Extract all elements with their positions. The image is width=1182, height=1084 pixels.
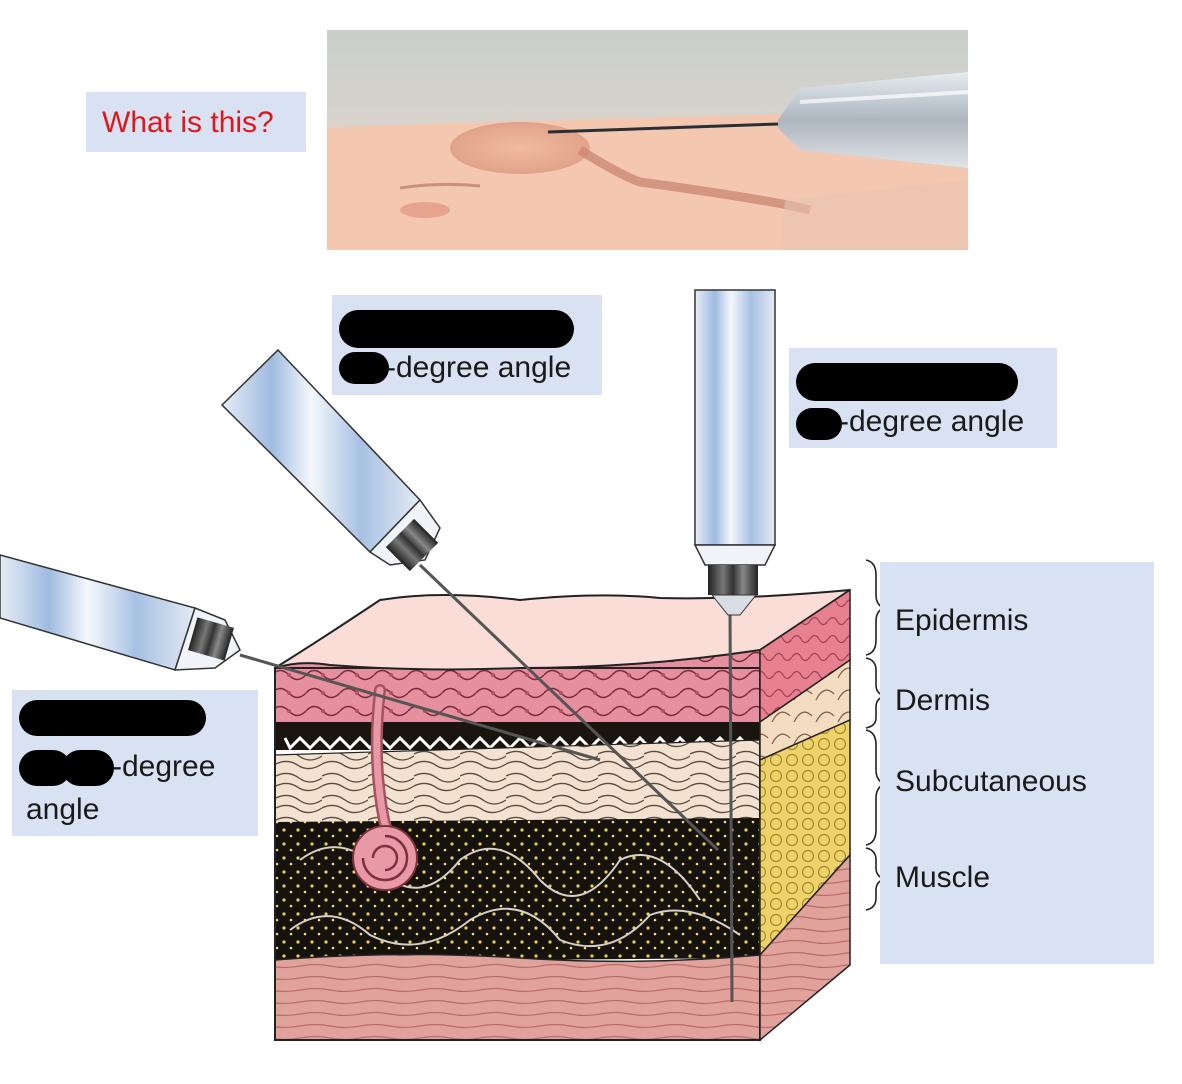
syringe-intradermal [0,554,241,671]
layer-epidermis: Epidermis [895,604,1029,637]
layer-subcutaneous: Subcutaneous [895,765,1087,798]
redacted-angle [796,408,842,440]
angle-text-2: angle [26,793,100,826]
layer-muscle: Muscle [895,861,991,894]
intradermal-label-box: -degree angle [12,690,258,836]
angle-text: -degree angle [386,351,572,384]
redacted-angle [62,750,114,786]
redacted-angle [339,352,389,384]
layer-labels-box: Epidermis Dermis Subcutaneous Muscle [880,562,1154,964]
angle-text: -degree [112,750,216,783]
layer-dermis: Dermis [895,684,990,717]
angle-text: -degree angle [839,405,1025,438]
question-box: What is this? [86,92,306,152]
redacted-answer [19,700,206,736]
redacted-answer [339,310,574,348]
subcutaneous-label-box: -degree angle [332,295,602,395]
question-text: What is this? [102,106,274,139]
intramuscular-label-box: -degree angle [789,348,1057,448]
syringe-subcutaneous [220,348,441,572]
redacted-answer [796,363,1018,401]
syringe-intramuscular [693,289,777,616]
